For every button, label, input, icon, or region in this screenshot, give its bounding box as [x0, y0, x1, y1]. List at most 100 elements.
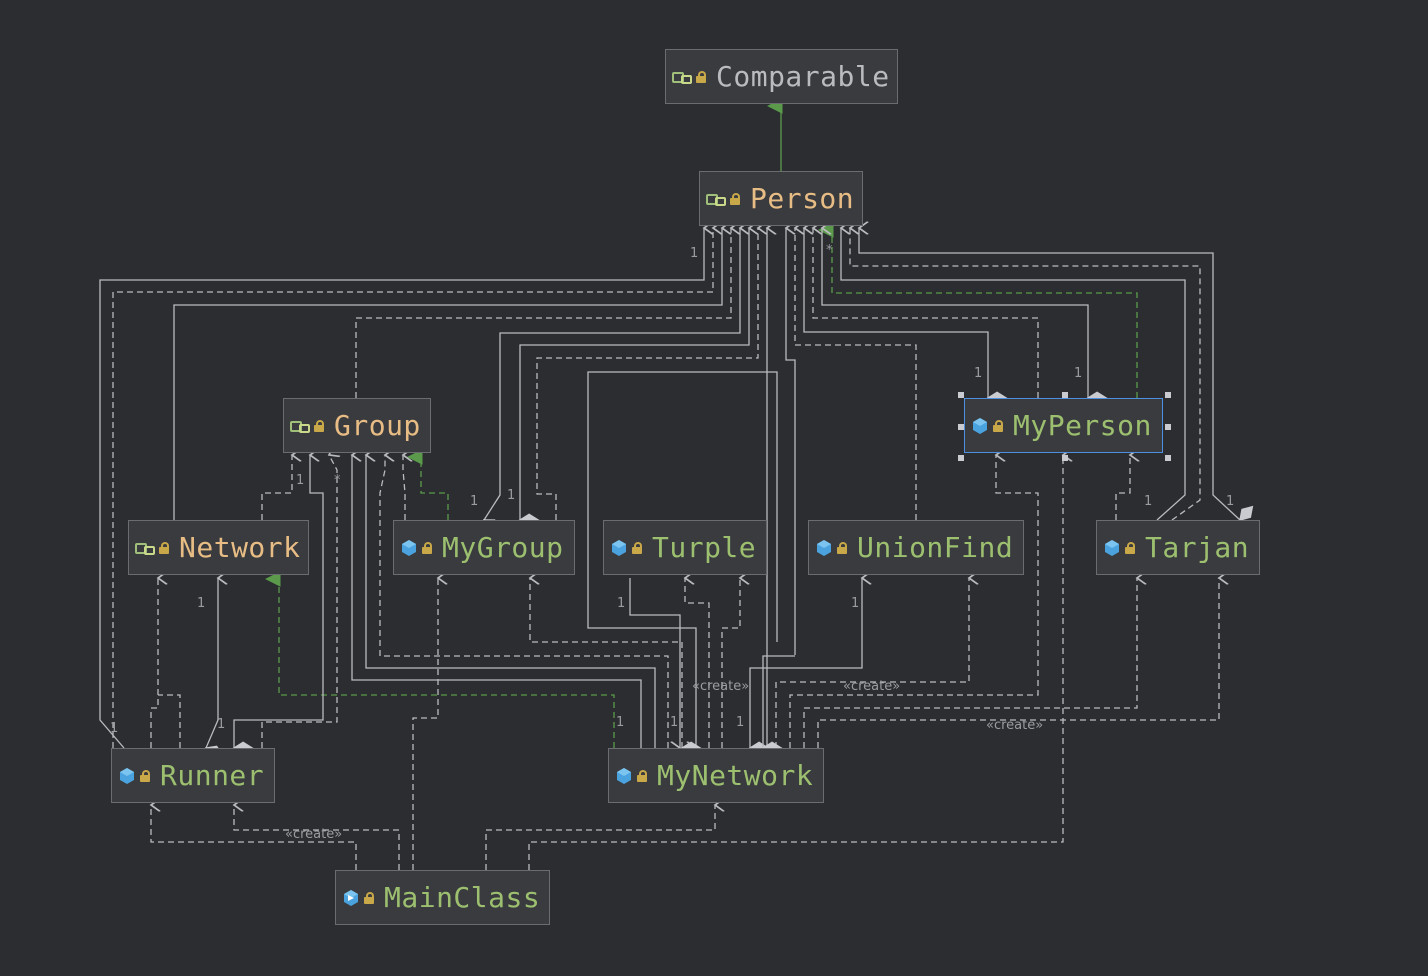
dependency-edge[interactable]	[112, 228, 713, 748]
node-unionfind[interactable]: UnionFind	[808, 520, 1024, 575]
lock-icon	[730, 192, 740, 205]
lock-icon	[364, 891, 374, 904]
edge-label: 1	[851, 596, 859, 611]
dependency-edge[interactable]	[536, 228, 758, 520]
selection-handle[interactable]	[1165, 423, 1171, 430]
edge-label: 1	[616, 715, 624, 730]
edge-label: 1	[197, 596, 205, 611]
interface-icon	[672, 70, 692, 84]
edge-label: 1	[690, 246, 698, 261]
class-icon	[817, 539, 831, 556]
lock-icon	[993, 419, 1003, 432]
dependency-edge[interactable]	[150, 578, 158, 748]
node-tarjan[interactable]: Tarjan	[1096, 520, 1260, 575]
edge-label: 1	[217, 717, 225, 732]
lock-icon	[696, 70, 706, 83]
node-title: MyGroup	[442, 531, 564, 564]
dependency-edge[interactable]	[803, 578, 1137, 748]
class-icon	[402, 539, 416, 556]
dependency-edge[interactable]	[789, 455, 1039, 748]
aggregation-edge[interactable]	[484, 228, 740, 520]
dependency-edge[interactable]	[403, 455, 405, 520]
dependency-edge[interactable]	[685, 578, 710, 748]
implements-edge[interactable]	[406, 449, 449, 520]
selection-handle[interactable]	[958, 455, 964, 461]
node-title: Runner	[160, 759, 265, 792]
association-edge[interactable]	[173, 228, 722, 520]
node-turple[interactable]: Turple	[603, 520, 767, 575]
aggregation-edge[interactable]	[234, 455, 324, 748]
class-icon	[120, 767, 134, 784]
aggregation-edge[interactable]	[520, 228, 749, 520]
dependency-edge[interactable]	[412, 578, 438, 870]
lock-icon	[837, 541, 847, 554]
create-edge[interactable]	[485, 805, 715, 870]
edge-label: 1	[1226, 494, 1234, 509]
node-mainclass[interactable]: MainClass	[335, 870, 550, 925]
lock-icon	[140, 769, 150, 782]
edge-label: *	[826, 243, 833, 258]
implements-edge[interactable]	[817, 222, 1138, 398]
node-title: Turple	[652, 531, 757, 564]
create-edge[interactable]	[151, 805, 357, 870]
edge-label: «create»	[843, 679, 900, 694]
association-edge[interactable]	[841, 228, 1186, 521]
lock-icon	[159, 541, 169, 554]
create-edge[interactable]	[234, 805, 400, 870]
aggregation-edge[interactable]	[206, 578, 218, 748]
selection-handle[interactable]	[1061, 392, 1068, 398]
association-edge[interactable]	[786, 228, 796, 655]
interface-icon	[135, 541, 155, 555]
node-person[interactable]: Person	[699, 171, 863, 226]
dependency-edge[interactable]	[379, 455, 669, 748]
edge-label: 1	[1074, 366, 1082, 381]
dependency-edge[interactable]	[1115, 455, 1130, 520]
edge-label: 1	[110, 721, 118, 736]
aggregation-edge[interactable]	[761, 655, 795, 755]
selection-handle[interactable]	[1165, 392, 1171, 398]
node-network[interactable]: Network	[128, 520, 309, 575]
selection-handle[interactable]	[958, 423, 964, 430]
node-group[interactable]: Group	[283, 398, 431, 453]
node-mynetwork[interactable]: MyNetwork	[608, 748, 824, 803]
node-myperson[interactable]: MyPerson	[958, 392, 1171, 461]
edge-label: «create»	[285, 827, 342, 842]
edge-label: 1	[1144, 494, 1152, 509]
association-edge[interactable]	[352, 455, 642, 748]
node-mygroup[interactable]: MyGroup	[393, 520, 575, 575]
dependency-edge[interactable]	[261, 455, 337, 748]
edge-label: 1	[974, 366, 982, 381]
edge-label: *	[334, 473, 341, 488]
node-title: UnionFind	[857, 531, 1014, 564]
edge-label: 1	[296, 473, 304, 488]
node-comparable[interactable]: Comparable	[665, 49, 898, 104]
node-title: MyNetwork	[657, 759, 814, 792]
class-icon	[617, 767, 631, 784]
selection-handle[interactable]	[1165, 455, 1171, 461]
edge-label: «create»	[986, 718, 1043, 733]
dependency-edge[interactable]	[817, 578, 1219, 748]
dependency-edge[interactable]	[158, 694, 181, 748]
dependency-edge[interactable]	[530, 578, 682, 748]
node-runner[interactable]: Runner	[111, 748, 275, 803]
node-title: Comparable	[716, 60, 890, 93]
edge-label: 1	[670, 715, 678, 730]
selection-handle[interactable]	[1061, 455, 1068, 461]
selection-handle[interactable]	[958, 392, 964, 398]
dependency-edge[interactable]	[528, 455, 1063, 870]
node-title: Group	[334, 409, 421, 442]
node-title: Network	[179, 531, 301, 564]
association-edge[interactable]	[750, 578, 862, 748]
edge-label: 1	[507, 488, 515, 503]
dependency-edge[interactable]	[850, 228, 1201, 521]
aggregation-edge[interactable]	[859, 228, 1240, 520]
dependency-edge[interactable]	[775, 578, 969, 748]
lock-icon	[637, 769, 647, 782]
dependency-edge[interactable]	[721, 578, 740, 748]
main-class-icon	[344, 889, 358, 906]
edge-label: «create»	[692, 679, 749, 694]
dependency-edge[interactable]	[261, 455, 292, 520]
association-edge[interactable]	[99, 228, 704, 749]
association-edge[interactable]	[629, 578, 680, 748]
lock-icon	[632, 541, 642, 554]
